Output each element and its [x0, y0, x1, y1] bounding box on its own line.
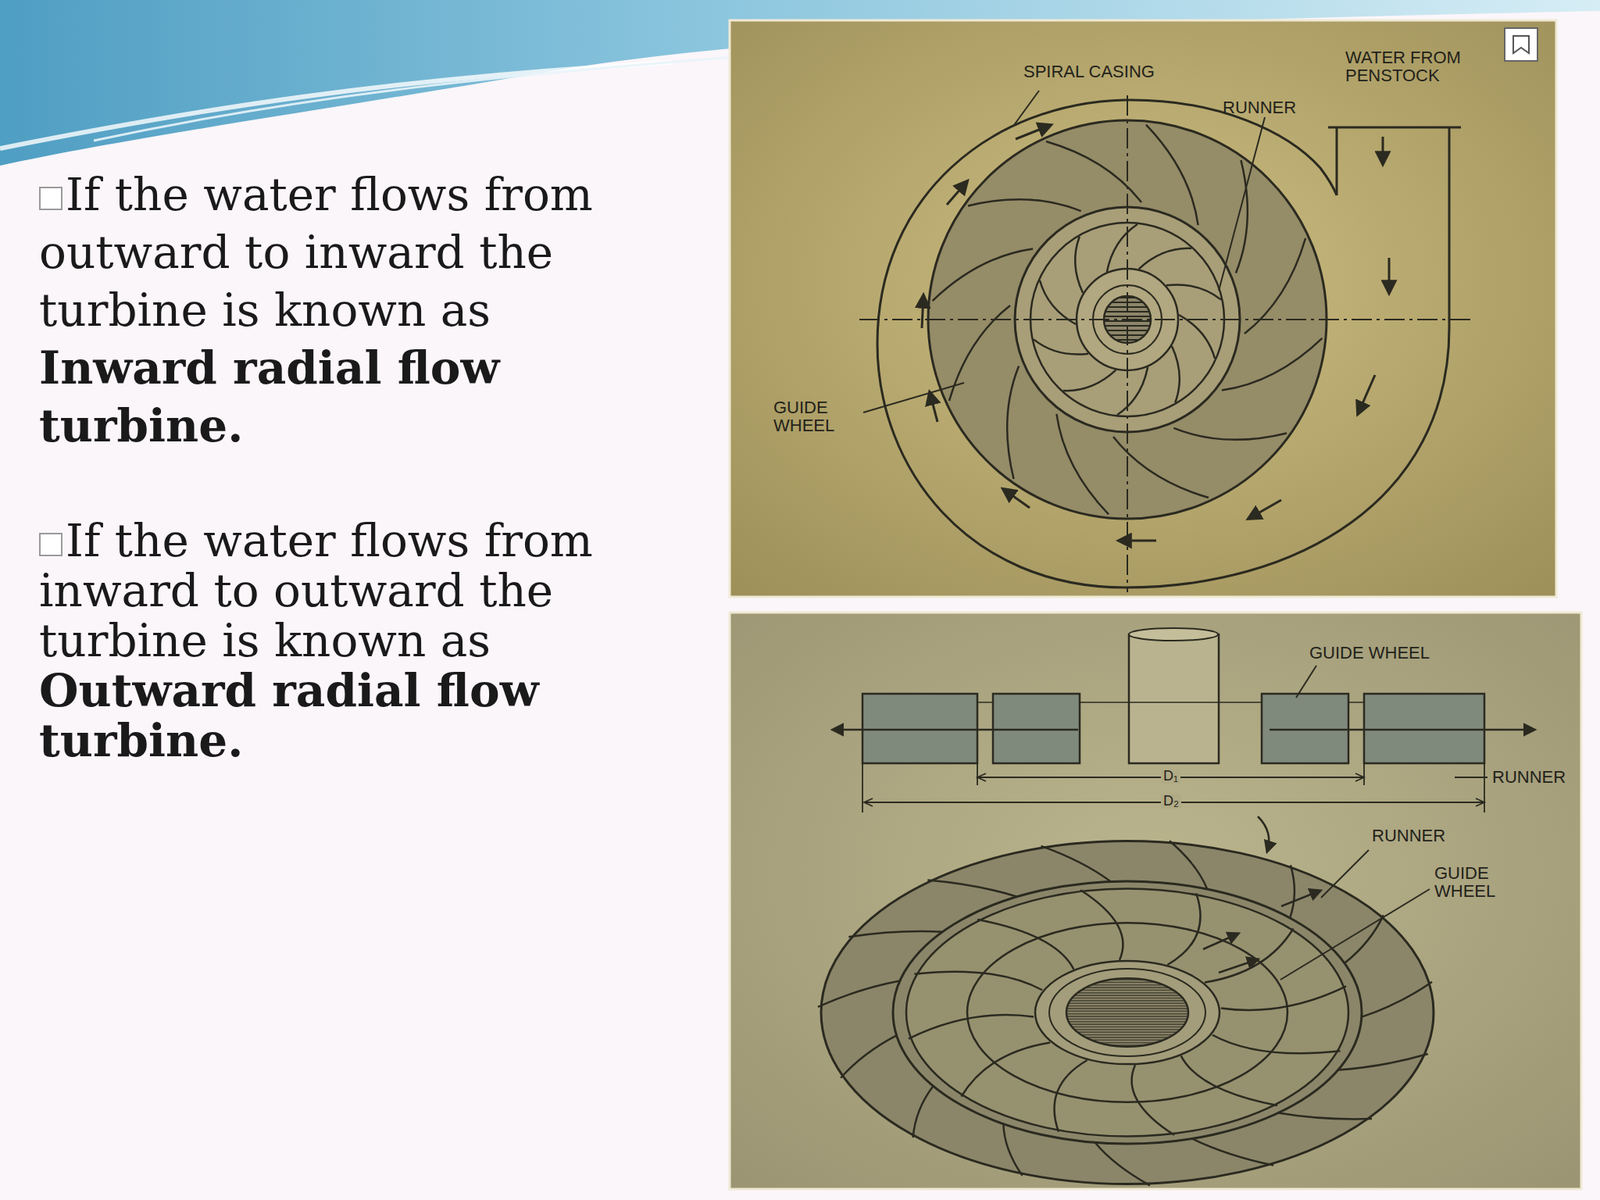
inward-turbine-figure — [729, 20, 1557, 597]
section-blocks — [862, 693, 1485, 764]
penstock-top — [1328, 126, 1461, 129]
spiral-casing — [877, 100, 1450, 588]
penstock-wall — [1335, 127, 1339, 196]
part-label: GUIDE WHEEL — [1309, 643, 1430, 662]
part-label: SPIRAL CASING — [1023, 62, 1155, 81]
centre-lines — [859, 95, 1473, 593]
shaft-cylinder — [1128, 634, 1219, 764]
part-label: RUNNER — [1492, 767, 1566, 786]
dimension-label: D₁ — [1160, 768, 1181, 784]
bullet-text: If the water flows from inward to outwar… — [39, 514, 593, 668]
bullet-box — [39, 186, 63, 211]
part-label: RUNNER — [1371, 826, 1446, 845]
part-label: GUIDE WHEEL — [1434, 864, 1521, 900]
flow-arrows — [921, 125, 1390, 541]
leader-lines — [863, 90, 1265, 413]
dimension-lines — [862, 763, 1485, 813]
part-label: WATER FROM PENSTOCK — [1345, 48, 1494, 85]
plan-view — [817, 840, 1434, 1186]
part-label: RUNNER — [1222, 98, 1297, 117]
flow-arrows — [1203, 816, 1321, 973]
flow-arrows — [832, 728, 1535, 732]
bold-term: Inward radial flow turbine. — [39, 341, 500, 453]
leader-lines — [1280, 665, 1488, 980]
outward-turbine-figure — [729, 612, 1582, 1190]
part-label: GUIDE WHEEL — [773, 398, 860, 435]
dimension-label: D₂ — [1160, 793, 1182, 809]
bold-term: Outward radial flow turbine. — [39, 664, 540, 768]
bullet-text: If the water flows from outward to inwar… — [39, 167, 593, 337]
bookmark-icon — [1504, 28, 1538, 61]
bullet-box — [39, 532, 63, 557]
bullet-text: If the water flows from outward to inwar… — [39, 165, 641, 455]
bullet-text: If the water flows from inward to outwar… — [39, 515, 641, 766]
